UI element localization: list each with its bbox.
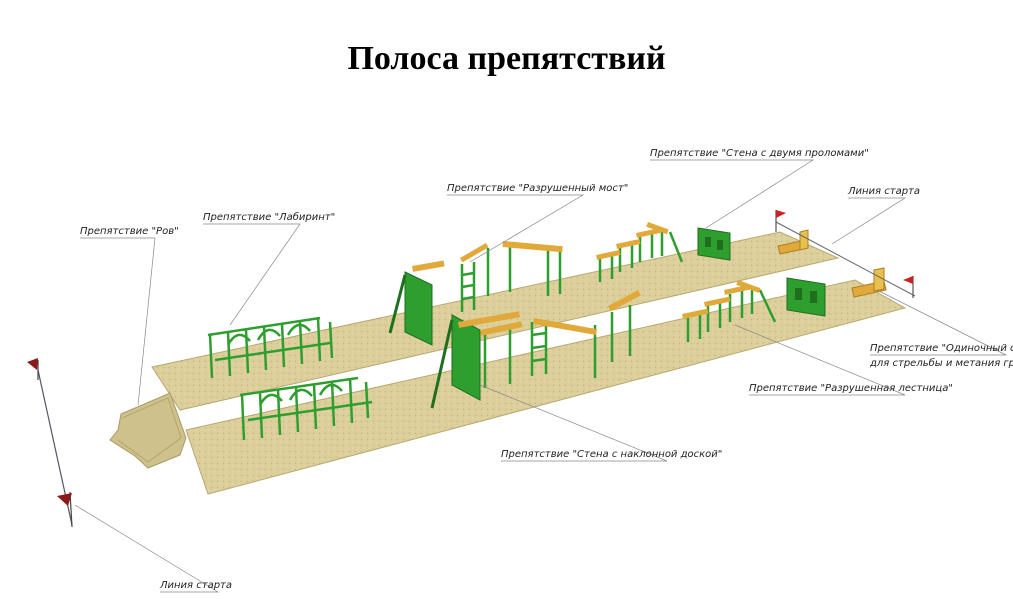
moat-obstacle	[109, 392, 187, 469]
label-broken-ladder: Препятствие "Разрушенная лестница"	[749, 383, 953, 394]
label-single-trench: Препятствие "Одиночный окоп"	[870, 343, 1013, 354]
trench-lower	[851, 267, 887, 298]
flag-icon	[27, 358, 39, 380]
bridge-beam-1	[459, 243, 489, 263]
broken-ladder-upper	[598, 228, 684, 282]
broken-ladder-lower	[686, 286, 777, 342]
label-start-line-top: Линия старта	[847, 186, 920, 197]
label-start-line-bottom: Линия старта	[159, 580, 232, 591]
label-labyrinth: Препятствие "Лабиринт"	[203, 211, 335, 223]
broken-bridge-upper	[460, 244, 562, 312]
track-lower	[185, 279, 907, 495]
label-broken-bridge: Препятствие "Разрушенный мост"	[447, 183, 628, 194]
bridge-beam-2	[502, 240, 563, 253]
breach-wall-lower	[786, 277, 826, 317]
inclined-wall-upper	[388, 260, 445, 346]
label-wall-two-breaches: Препятствие "Стена с двумя проломами"	[650, 148, 869, 159]
label-single-trench-sub: для стрельбы и метания гранат	[869, 357, 1013, 369]
inclined-wall-lower	[430, 311, 521, 409]
trench-upper	[777, 229, 809, 255]
flag-icon	[775, 210, 786, 232]
label-moat: Препятствие "Ров"	[80, 226, 179, 237]
labyrinth-upper	[207, 316, 334, 379]
page-title: Полоса препятствий	[347, 40, 666, 77]
flag-icon	[57, 491, 73, 528]
labyrinth-lower	[239, 376, 373, 441]
breach-wall-upper	[697, 227, 731, 261]
flag-icon	[903, 276, 914, 298]
label-wall-inclined-board: Препятствие "Стена с наклонной доской"	[501, 449, 722, 460]
